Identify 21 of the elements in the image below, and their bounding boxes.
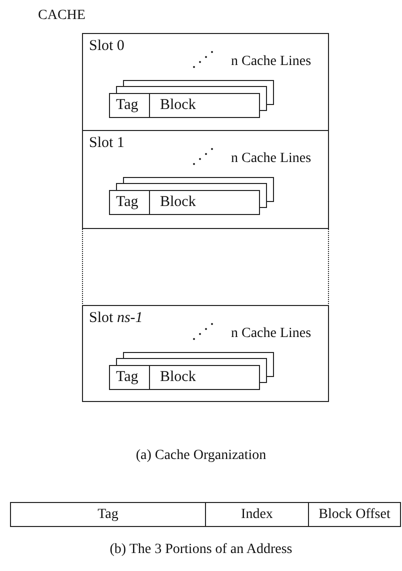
tag-field: Tag [109,93,150,118]
block-field: Block [149,93,260,118]
heading: CACHE [38,8,86,24]
slot-box [82,33,329,131]
slot-box [82,130,329,229]
slot-label: Slot ns-1 [89,310,143,327]
slot-label: Slot 0 [89,38,124,55]
block-field: Block [149,365,260,390]
tag-field: Tag [109,365,150,390]
address-field: Block Offset [308,502,401,527]
slot-label: Slot 1 [89,135,124,152]
count-label: n Cache Lines [231,151,312,167]
block-field: Block [149,190,260,215]
caption: (b) The 3 Portions of an Address [108,542,294,558]
caption: (a) Cache Organization [134,448,268,464]
tag-field: Tag [109,190,150,215]
count-label: n Cache Lines [231,326,312,342]
slot-box [82,305,329,402]
address-field: Tag [10,502,206,527]
count-label: n Cache Lines [231,54,312,70]
address-field: Index [205,502,309,527]
